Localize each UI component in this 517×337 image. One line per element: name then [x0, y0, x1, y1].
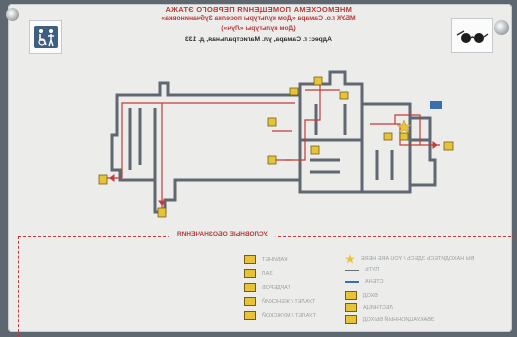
legend-item: ВХОД: [345, 291, 378, 300]
mounting-screw: [6, 8, 19, 21]
legend-item: ГАРДЕРОБ: [244, 283, 290, 292]
room-markers: [98, 76, 454, 218]
legend: УСЛОВНЫЕ ОБОЗНАЧЕНИЯ ВЫ НАХОДИТЕСЬ ЗДЕСЬ…: [18, 231, 516, 337]
legend-title: УСЛОВНЫЕ ОБОЗНАЧЕНИЯ: [169, 231, 276, 238]
star-icon: [345, 254, 355, 264]
legend-item: ТУАЛЕТ / ЖЕНСКИЙ: [244, 297, 315, 306]
legend-item: ЛЕСТНИЦА: [345, 303, 393, 312]
mounting-screw: [494, 20, 509, 35]
legend-item: ПУТЬ: [345, 267, 379, 273]
blue-marker: [430, 101, 442, 109]
dark-glasses-icon: [451, 18, 493, 53]
route-arrows: [109, 141, 438, 206]
wheelchair-companion-icon: [29, 20, 62, 54]
legend-item: ЗАЛ: [244, 269, 273, 278]
floor-plan-walls: [110, 70, 437, 214]
sign-board: [8, 4, 512, 332]
legend-item: СТЕНА: [345, 279, 383, 285]
you-are-here-star-icon: [396, 119, 412, 134]
legend-item: ТУАЛЕТ / МУЖСКОЙ: [244, 311, 316, 320]
evacuation-routes: [105, 84, 440, 208]
legend-item: КАБИНЕТ: [244, 255, 287, 264]
legend-item: ВЫ НАХОДИТЕСЬ ЗДЕСЬ / YOU ARE HERE: [345, 254, 474, 264]
legend-item: ЭВАКУАЦИОННЫЙ ВЫХОД: [345, 315, 435, 324]
